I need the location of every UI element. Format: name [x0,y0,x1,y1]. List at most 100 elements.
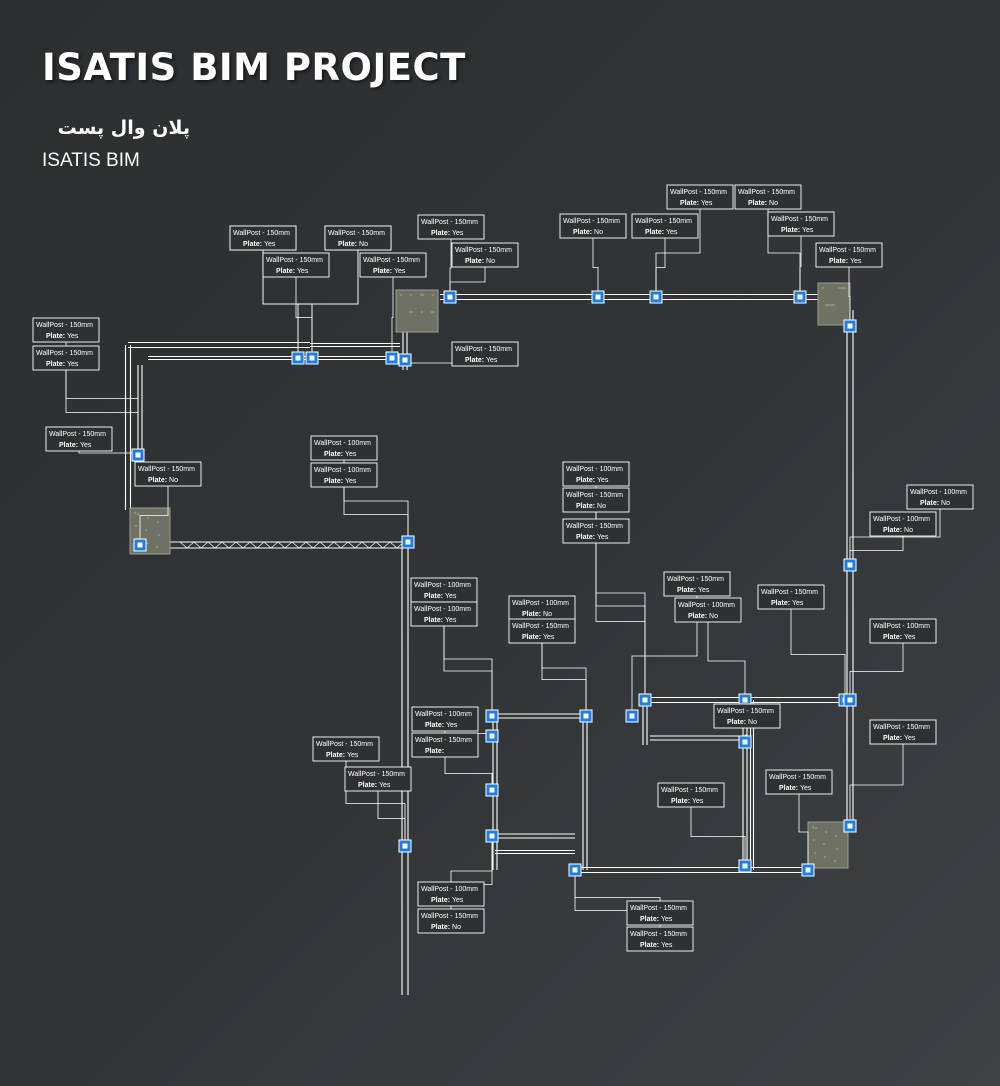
hatch-line [354,541,363,549]
tag-plate-value: Yes [445,617,457,624]
column-texture [821,286,825,290]
hatch-line [368,541,377,549]
post-core [642,697,648,703]
hatch-line [179,541,188,549]
leader-line [295,277,313,352]
column-texture [839,286,843,290]
tag-leader [690,807,746,860]
column-texture [409,293,413,297]
tag-label: WallPost - 150mm [233,230,290,237]
tag-box [229,225,297,251]
column-texture [824,830,828,834]
column-texture [832,303,836,307]
tag-plate: Plate: No [573,229,603,236]
tag-plate-key: Plate: [148,477,169,484]
column-texture [157,533,161,537]
wall-post-marker [638,693,652,707]
wall-post-marker [649,290,663,304]
wall-post-marker [625,709,639,723]
tag-leader [798,794,809,864]
column-texture [811,825,815,829]
column-texture [419,293,423,297]
tag-box [451,242,519,268]
tag-label: WallPost - 150mm [635,218,692,225]
truss-hatch [179,541,405,549]
hatch-line [347,541,356,549]
hatch-line [270,541,279,549]
tag-box [663,571,731,597]
tag-label: WallPost - 100mm [873,623,930,630]
leader-line [849,536,904,559]
tag-plate-value: Yes [543,634,555,641]
tag-plate-key: Plate: [727,719,748,726]
tag-box [417,908,485,934]
wall-post-marker [133,538,147,552]
tag-plate-value: No [597,503,606,510]
tag-plate-key: Plate: [276,268,297,275]
wall-post-marker [485,709,499,723]
wall-post-marker [291,351,305,365]
tag-label: WallPost - 150mm [455,346,512,353]
post-core [489,713,495,719]
tag-leader [297,250,359,352]
tag-plate: Plate: Yes [424,593,457,600]
column-texture [824,303,828,307]
tag-leader [799,236,802,291]
post-core [847,697,853,703]
leader-line [849,744,904,820]
tag-plate-value: No [941,500,950,507]
hatch-line [277,541,286,549]
leader-line [343,487,409,536]
post-core [572,867,578,873]
post-core [295,355,301,361]
hatch-line [319,541,328,549]
tag-box [411,706,479,732]
wall-post-marker [401,535,415,549]
tag-box [134,461,202,487]
post-core [402,357,408,363]
hatch-line [312,541,321,549]
column-texture [399,293,403,297]
hatch-line [389,541,398,549]
leader-line [707,622,746,694]
tag-plate-key: Plate: [573,229,594,236]
tag-plate: Plate: Yes [424,617,457,624]
tag-label: WallPost - 100mm [910,489,967,496]
column-texture [133,511,137,515]
hatch-line [333,541,342,549]
tag-plate: Plate: Yes [677,587,710,594]
hatch-line [228,541,237,549]
tag-plate: Plate: Yes [46,361,79,368]
tag-plate-value: Yes [692,798,704,805]
tag-plate-key: Plate: [431,897,452,904]
tag-label: WallPost - 150mm [348,771,405,778]
tag-box [45,426,113,452]
tag-plate-key: Plate: [688,613,709,620]
tag-plate-key: Plate: [358,782,379,789]
tag-plate-value: Yes [345,451,357,458]
tag-leader [444,757,493,784]
tag-plate-value: Yes [661,942,673,949]
leader-line [655,209,701,291]
tag-box [417,881,485,907]
tag-leader [449,239,452,291]
leader-line [790,609,846,694]
tag-plate-value: Yes [446,722,458,729]
tag-plate-value: Yes [297,268,309,275]
column-body [807,821,849,869]
wall-post-marker [793,290,807,304]
wall-segment [575,866,810,874]
leader-line [65,370,139,449]
tag-box [562,518,630,544]
tag-label: WallPost - 100mm [414,582,471,589]
column-texture [834,834,838,838]
